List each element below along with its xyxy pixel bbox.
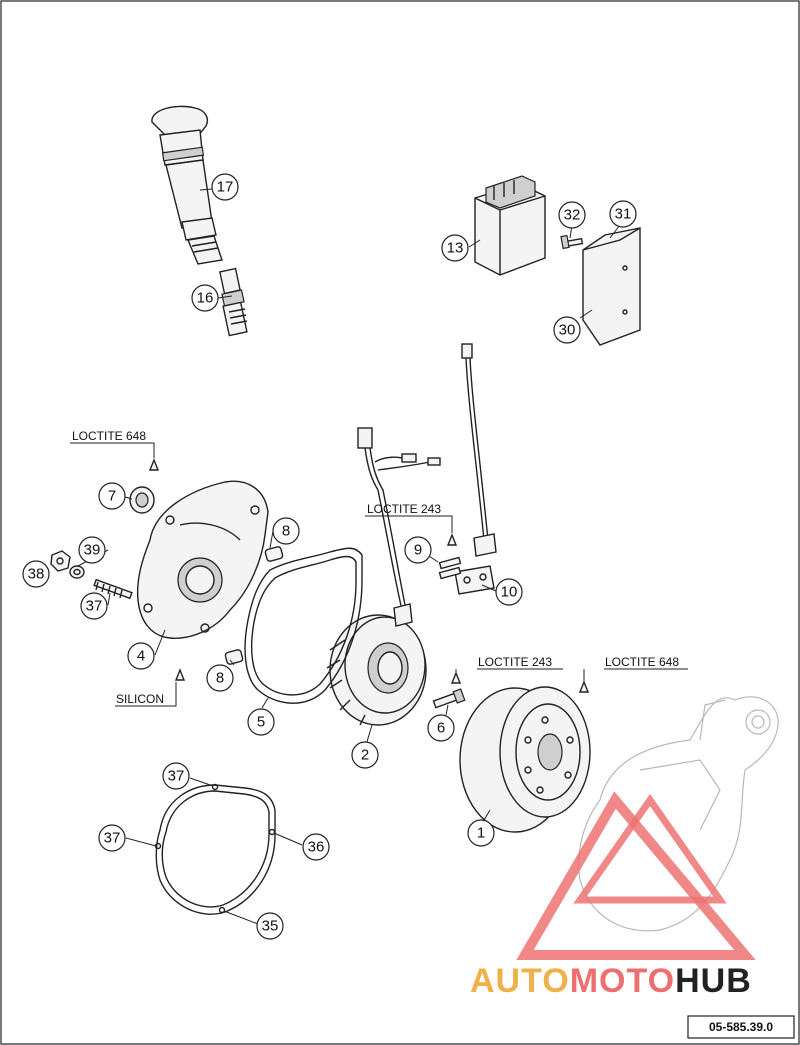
callout-number: 37 [104,830,121,847]
callout-39: 39 [78,536,106,564]
sensor-screws [438,556,462,580]
callout-number: 37 [168,768,185,785]
callout-8-lower: 8 [206,664,234,692]
callout-number: 17 [217,179,234,196]
callout-31: 31 [609,200,637,228]
note-silicon: SILICON [116,692,164,706]
watermark-word-1: AUTO [470,962,570,1000]
callout-1: 1 [467,819,495,847]
stator-wiring [357,427,441,611]
callout-number: 7 [108,488,116,505]
callout-number: 38 [28,566,45,583]
callout-number: 30 [559,322,576,339]
callout-number: 6 [437,720,445,737]
flywheel-rotor [459,686,591,833]
callout-number: 5 [257,714,265,731]
bracket-screw [560,234,584,250]
dowel-pin-lower [224,649,244,665]
callout-number: 8 [282,523,290,540]
logo-triangle-inner [573,793,727,904]
watermark-word-2: MOTO [570,962,675,1000]
callout-4: 4 [127,642,155,670]
callout-number: 2 [361,747,369,764]
callout-number: 31 [615,206,632,223]
callout-number: 37 [86,598,103,615]
spark-plug [219,267,248,337]
callout-number: 8 [216,670,224,687]
callout-number: 4 [137,648,145,665]
washer [69,565,85,579]
flywheel-bolt [432,688,466,709]
callout-number: 36 [308,839,325,856]
note-loctite-648-flywheel: LOCTITE 648 [605,655,679,669]
callout-37-stud: 37 [80,592,108,620]
note-loctite-243-bolt: LOCTITE 243 [478,655,552,669]
cdi-unit [474,175,546,276]
watermark-text: AUTOMOTOHUB [470,962,752,1000]
callout-37-left: 37 [98,824,126,852]
oil-seal [129,486,155,514]
callout-38: 38 [22,560,50,588]
callout-5: 5 [247,708,275,736]
callout-2: 2 [351,741,379,769]
callout-8-upper: 8 [272,517,300,545]
callout-number: 9 [414,542,422,559]
callout-13: 13 [441,234,469,262]
ignition-coil [151,105,223,265]
nut [50,550,71,572]
leader-lines [70,186,688,925]
watermark-word-3: HUB [675,962,752,1000]
watermark-logo [516,791,756,960]
note-loctite-648-seal: LOCTITE 648 [72,429,146,443]
stator [326,603,427,726]
pulse-generator-wire [461,343,497,557]
callout-9: 9 [404,536,432,564]
callout-30: 30 [553,316,581,344]
ignition-cover [136,480,269,639]
callout-number: 1 [477,825,485,842]
dowel-pin-upper [264,546,284,562]
callout-7: 7 [98,482,126,510]
adhesive-drops [148,458,590,693]
callout-35: 35 [256,912,284,940]
stud-bolt [93,578,133,600]
callout-number: 13 [447,240,464,257]
reference-code: 05-585.39.0 [709,1020,773,1034]
callout-number: 16 [197,290,214,307]
engine-case-outline [578,696,779,932]
callout-16: 16 [191,284,219,312]
pulse-sensor [454,565,495,595]
callout-number: 39 [84,542,101,559]
note-loctite-243-screws: LOCTITE 243 [367,502,441,516]
callout-17: 17 [211,173,239,201]
callout-number: 32 [564,207,581,224]
cdi-bracket [582,227,641,346]
callout-10: 10 [495,578,523,606]
callout-number: 10 [501,584,518,601]
reference-code-box: 05-585.39.0 [687,1015,795,1039]
callout-6: 6 [427,714,455,742]
logo-triangle-outer [516,791,756,960]
cover-gasket [244,547,363,704]
outer-cover-gasket [154,783,276,915]
callout-32: 32 [558,201,586,229]
callout-36: 36 [302,833,330,861]
callout-37-top: 37 [162,762,190,790]
callout-number: 35 [262,918,279,935]
